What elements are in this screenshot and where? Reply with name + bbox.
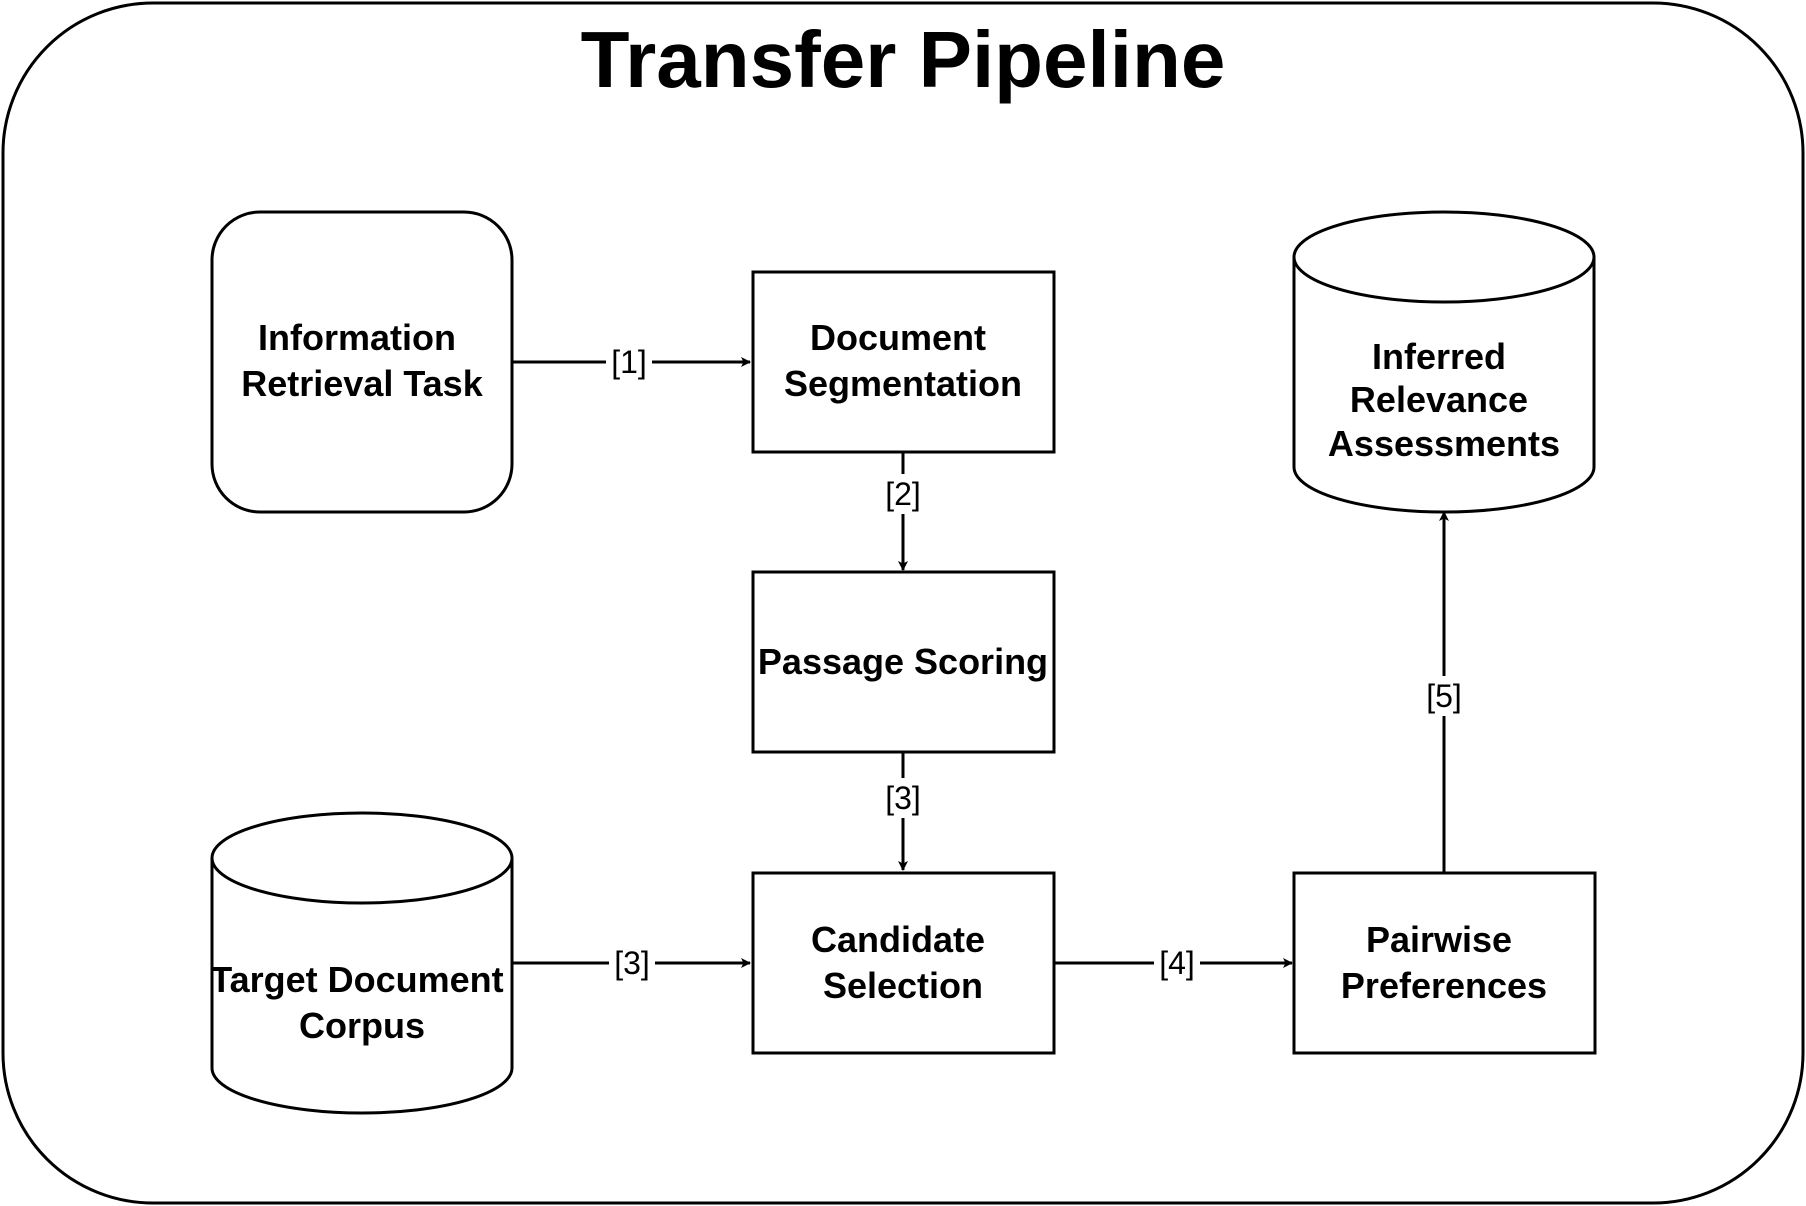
node-candidate-selection: Candidate Selection [751, 871, 1056, 1055]
svg-text:Target Document Corpus: Target Document Corpus [210, 959, 513, 1046]
edge-e4: [4] [1054, 943, 1293, 983]
node-label-line: Passage Scoring [758, 641, 1048, 682]
node-label-line: Segmentation [784, 363, 1022, 404]
node-target-document-corpus: Target Document Corpus [210, 811, 514, 1115]
svg-text:Document Segmentation: Document Segmentation [784, 317, 1022, 404]
edge-label-e2: [2] [885, 476, 921, 512]
node-label-line: Information [258, 317, 456, 358]
diagram-title: Transfer Pipeline [581, 15, 1226, 104]
node-inferred-relevance-assessments: Inferred Relevance Assessments [1292, 210, 1596, 514]
svg-text:Passage Scoring: Passage Scoring [758, 641, 1048, 682]
node-label-line: Pairwise [1366, 919, 1512, 960]
edge-e5: [5] [1421, 511, 1467, 872]
edge-e1: [1] [512, 342, 751, 382]
edge-e2: [2] [880, 452, 926, 571]
edge-label-e1: [1] [611, 344, 647, 380]
edge-label-e4: [4] [1159, 945, 1195, 981]
edge-label-e3a: [3] [885, 780, 921, 816]
node-label-line: Assessments [1328, 423, 1560, 464]
edge-label-e3b: [3] [614, 945, 650, 981]
node-label-line: Candidate [811, 919, 985, 960]
edge-e3a: [3] [880, 752, 926, 871]
svg-text:Information Retrieval Ta: Information Retrieval Task [241, 317, 483, 404]
svg-text:Inferred Relevance: Inferred Relevance Assessments [1328, 336, 1560, 464]
node-document-segmentation: Document Segmentation [751, 270, 1056, 454]
node-label-line: Corpus [299, 1005, 425, 1046]
node-label-line: Retrieval Task [241, 363, 483, 404]
node-information-retrieval-task: Information Retrieval Task [210, 210, 514, 514]
node-label-line: Relevance [1350, 379, 1528, 420]
node-pairwise-preferences: Pairwise Preferences [1292, 871, 1597, 1055]
node-label-line: Inferred [1372, 336, 1506, 377]
node-passage-scoring: Passage Scoring [751, 570, 1056, 754]
node-label-line: Selection [823, 965, 983, 1006]
edge-label-e5: [5] [1426, 678, 1462, 714]
svg-text:Candidate Selection: Candidate Selection [811, 919, 995, 1006]
node-label-line: Document [810, 317, 986, 358]
edge-e3b: [3] [512, 943, 751, 983]
node-label-line: Preferences [1341, 965, 1547, 1006]
node-label-line: Target Document [210, 959, 503, 1000]
svg-text:Pairwise Preferences: Pairwise Preferences [1341, 919, 1547, 1006]
